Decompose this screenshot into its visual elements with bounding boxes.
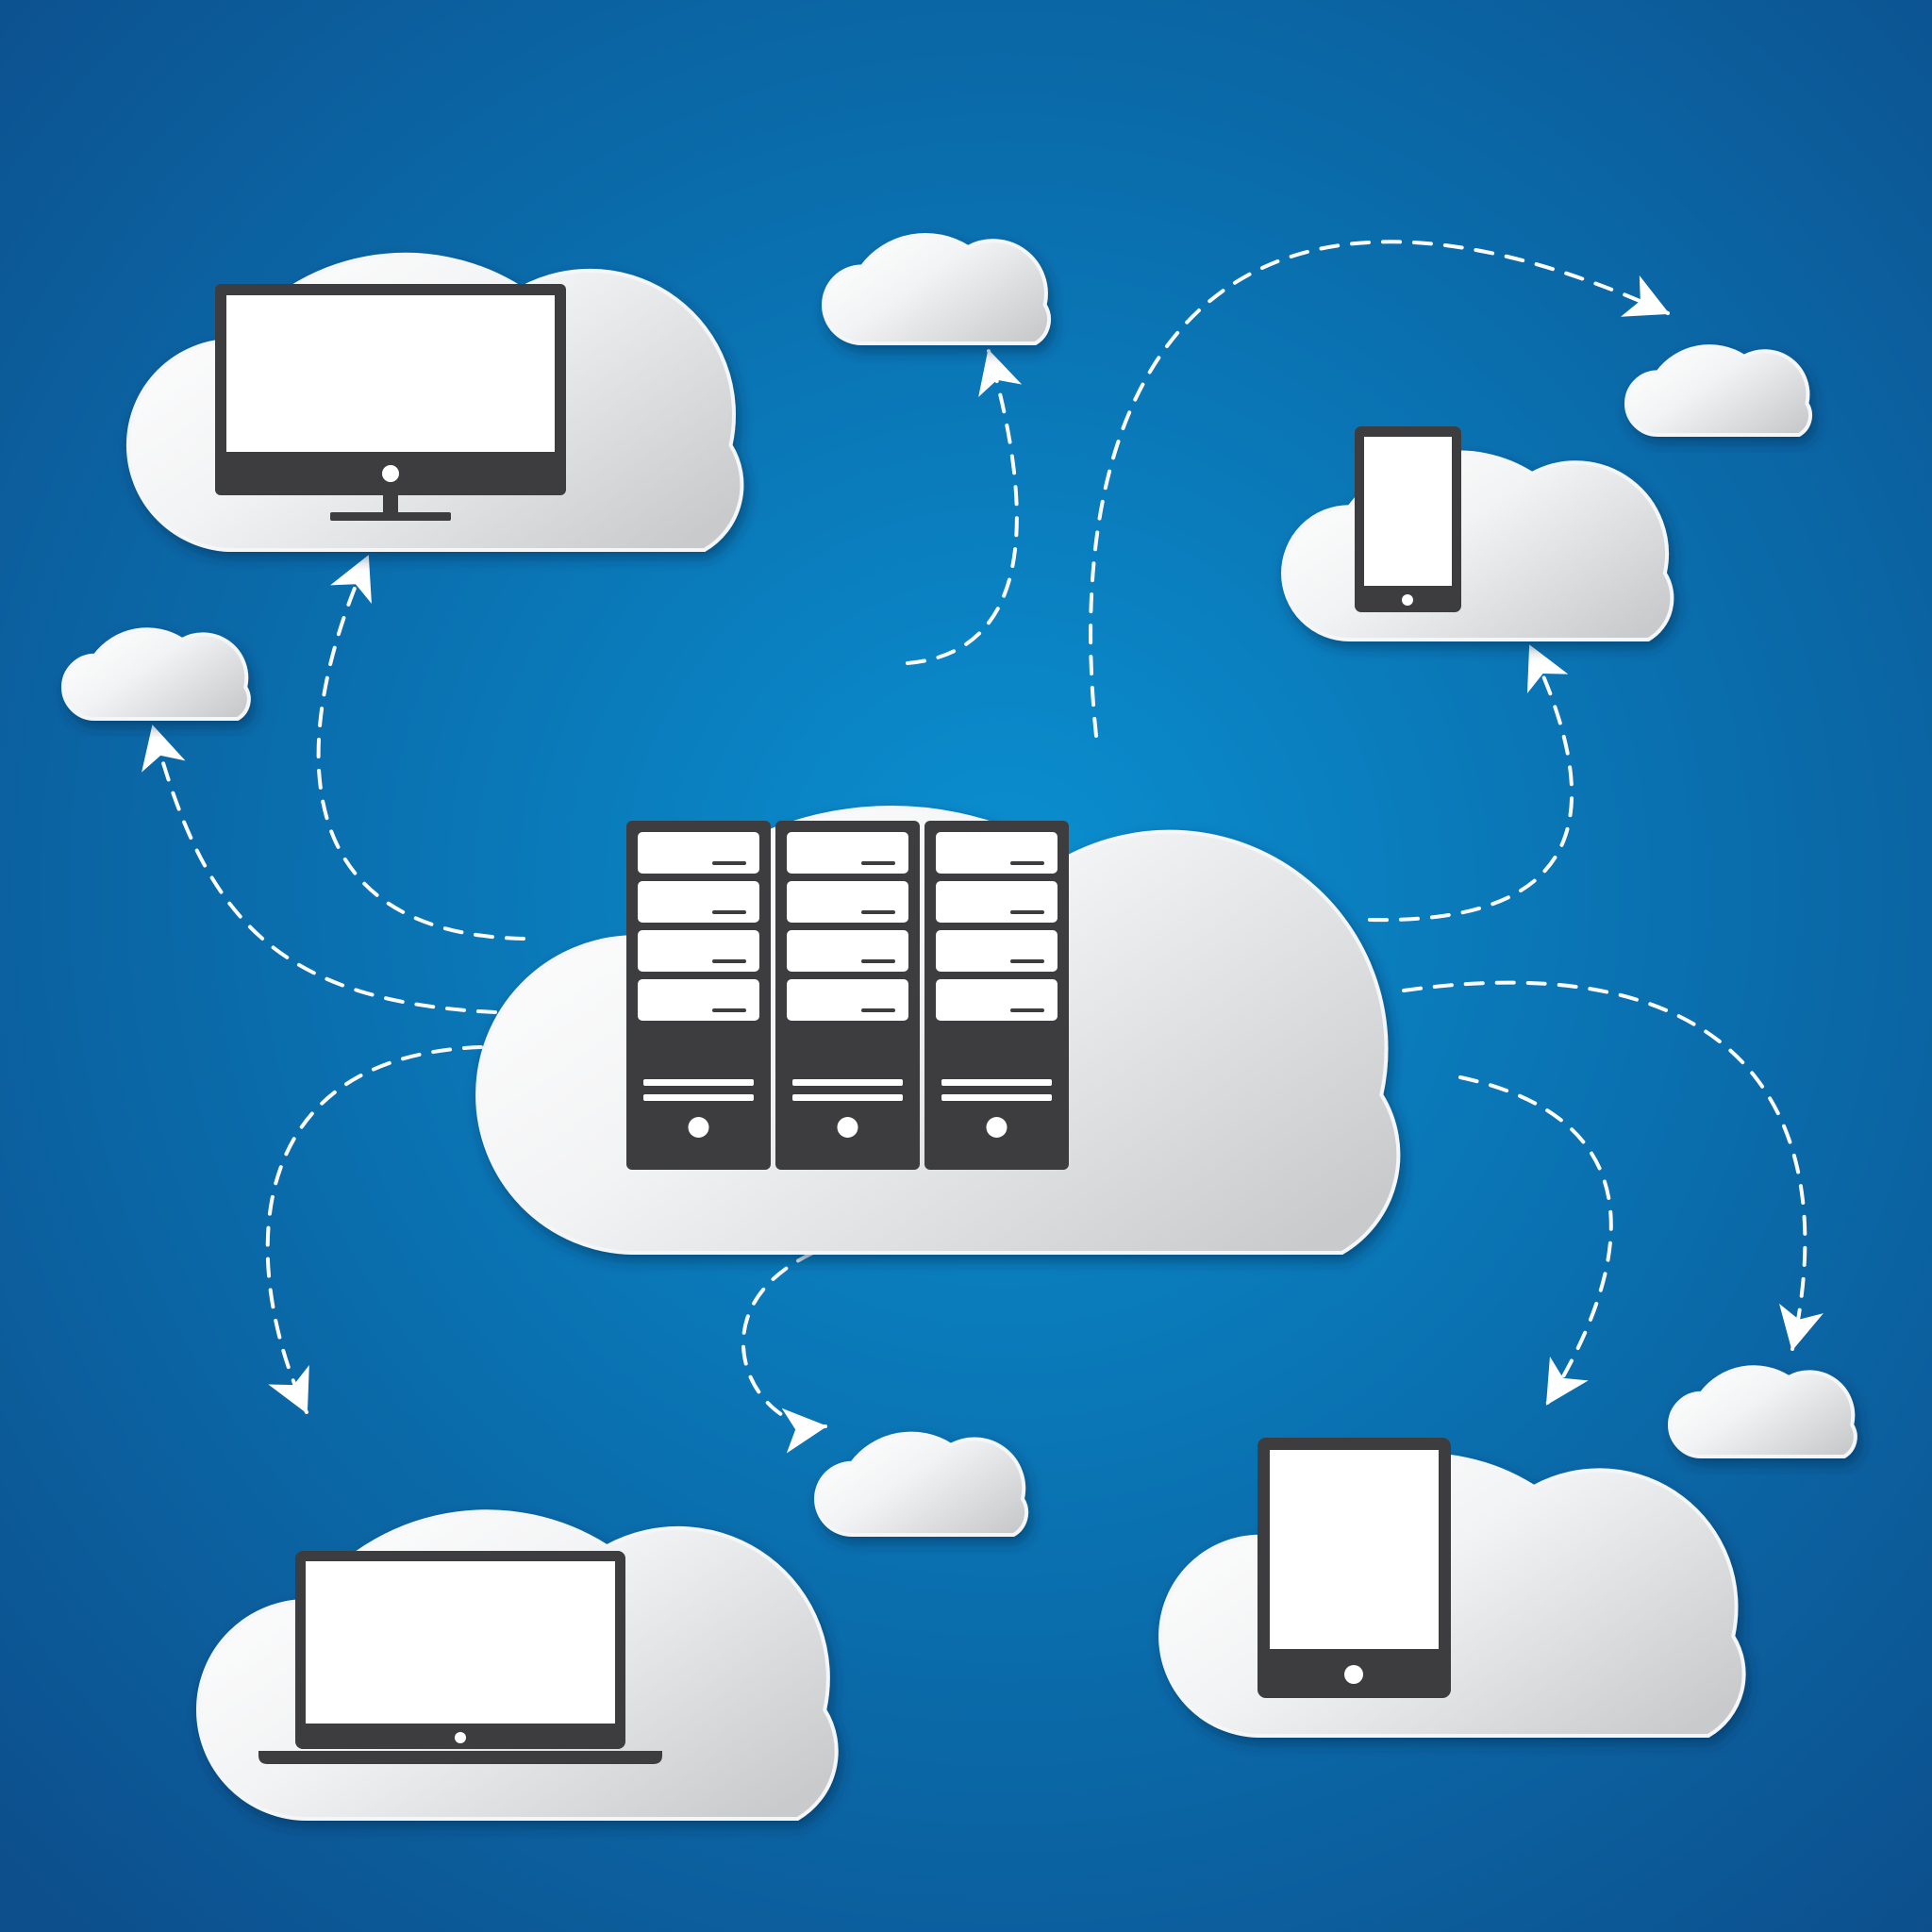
- vent-line: [643, 1079, 754, 1086]
- drive-led: [1010, 861, 1044, 865]
- power-button: [837, 1117, 858, 1138]
- power-button: [986, 1117, 1008, 1138]
- drive-led: [1010, 1008, 1044, 1012]
- drive-led: [712, 910, 746, 914]
- vent-line: [792, 1079, 903, 1086]
- smartphone-icon: [1355, 426, 1461, 612]
- vent-line: [941, 1094, 1052, 1101]
- drive-led: [712, 1008, 746, 1012]
- small-cloud-bottom-center: [814, 1431, 1029, 1537]
- small-cloud-left: [61, 627, 251, 721]
- connector-to-desktop: [316, 555, 525, 941]
- small-cloud-bottom-right: [1668, 1365, 1857, 1458]
- drive-led: [861, 959, 895, 963]
- drive-bay: [936, 832, 1058, 874]
- drive-bay: [638, 979, 759, 1021]
- drive-led: [861, 1008, 895, 1012]
- tablet-icon: [1257, 1438, 1451, 1698]
- connector-layer: [142, 240, 1824, 1454]
- connector-to-small-cloud-left: [142, 724, 497, 1014]
- small-cloud-top-center: [822, 233, 1051, 345]
- laptop-icon: [258, 1551, 662, 1764]
- connector-to-smartphone: [1368, 644, 1574, 923]
- power-button: [688, 1117, 709, 1138]
- drive-led: [1010, 959, 1044, 963]
- drive-bay: [787, 881, 908, 923]
- drive-led: [1010, 910, 1044, 914]
- connector-to-small-cloud-top-center: [906, 349, 1023, 665]
- drive-bay: [787, 832, 908, 874]
- connector-to-small-cloud-bottom-right: [1402, 980, 1824, 1351]
- drive-led: [861, 910, 895, 914]
- vent-line: [643, 1094, 754, 1101]
- connector-to-small-cloud-bottom-center: [741, 1251, 827, 1454]
- small-cloud-top-right: [1624, 344, 1812, 437]
- vent-line: [941, 1079, 1052, 1086]
- connector-to-small-cloud-top-right: [1089, 240, 1670, 738]
- desktop-monitor-icon: [215, 284, 566, 521]
- device-layer: [215, 284, 1461, 1764]
- drive-bay: [936, 979, 1058, 1021]
- connector-to-laptop: [265, 1045, 483, 1414]
- drive-bay: [638, 881, 759, 923]
- vent-line: [792, 1094, 903, 1101]
- drive-bay: [787, 979, 908, 1021]
- connector-to-tablet: [1458, 1075, 1613, 1406]
- drive-led: [712, 959, 746, 963]
- drive-led: [712, 861, 746, 865]
- drive-led: [861, 861, 895, 865]
- drive-bay: [936, 930, 1058, 972]
- drive-bay: [638, 930, 759, 972]
- drive-bay: [936, 881, 1058, 923]
- drive-bay: [638, 832, 759, 874]
- drive-bay: [787, 930, 908, 972]
- server-rack-icon: [626, 821, 1069, 1170]
